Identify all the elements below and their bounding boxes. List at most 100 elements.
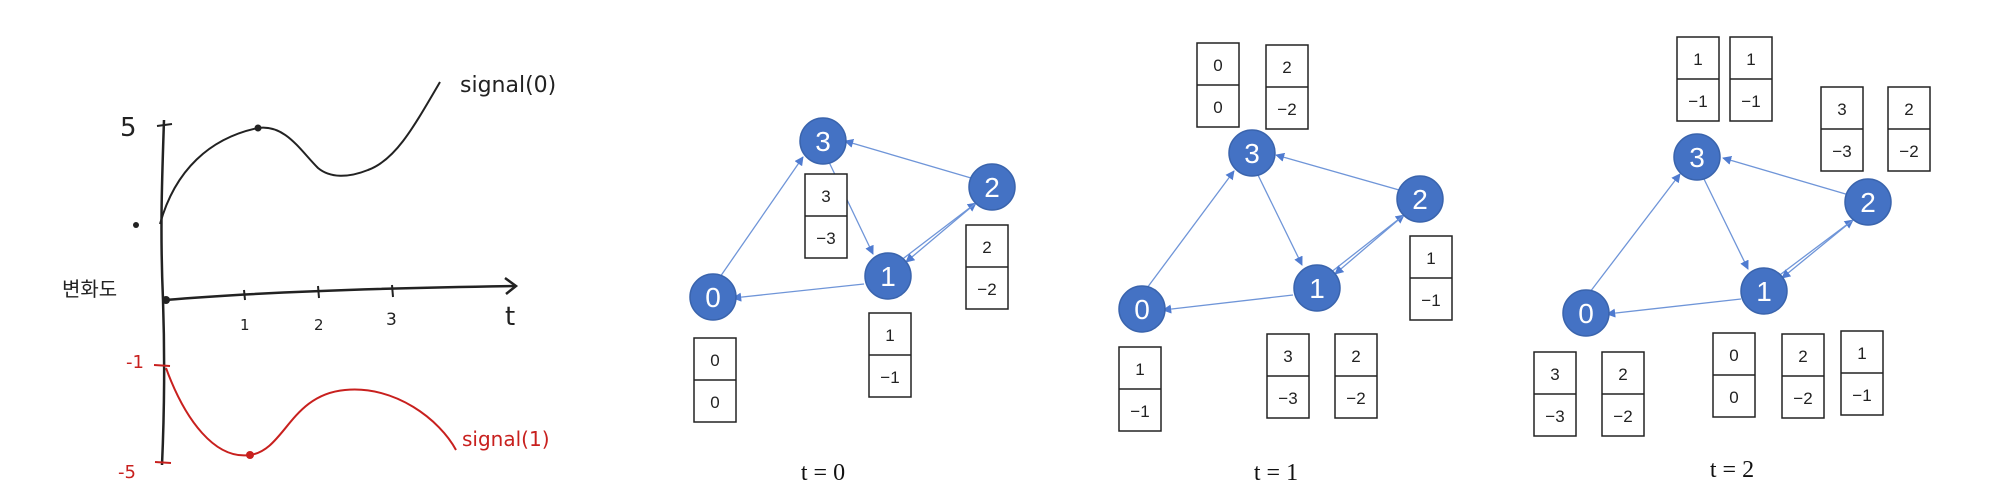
value-box: 1 −1 bbox=[1729, 36, 1773, 122]
sketch-xtick-2 bbox=[317, 285, 320, 299]
node-1: 1 bbox=[864, 252, 912, 300]
svg-text:−1: −1 bbox=[1741, 92, 1760, 111]
svg-text:−3: −3 bbox=[1545, 407, 1564, 426]
sketch-x-arrow bbox=[504, 276, 519, 295]
svg-text:2: 2 bbox=[984, 172, 1000, 203]
svg-text:2: 2 bbox=[982, 238, 991, 257]
svg-text:2: 2 bbox=[1618, 365, 1627, 384]
signal-0-peak-dot bbox=[254, 124, 262, 132]
svg-text:0: 0 bbox=[1213, 56, 1222, 75]
sketch-x-axis bbox=[164, 284, 516, 302]
value-box: 3 −3 bbox=[1266, 333, 1310, 419]
signal-sketch: 5 -1 -5 1 2 3 t 변화도 signal(0) signal(1) bbox=[62, 73, 556, 483]
signal-0-curve bbox=[159, 81, 441, 225]
edge-1-to-0 bbox=[1606, 298, 1742, 318]
value-box: 1 −1 bbox=[868, 312, 912, 398]
edge-3-to-1 bbox=[1256, 172, 1303, 266]
svg-text:−2: −2 bbox=[977, 280, 996, 299]
edge-1-to-0 bbox=[732, 283, 865, 302]
value-box: 3 −3 bbox=[804, 173, 848, 259]
edge-2-to-3 bbox=[1275, 152, 1400, 191]
node-2: 2 bbox=[1396, 175, 1444, 223]
graph-panel-t0: 0 1 2 3 00 1−1 2−2 3−3 t = 0 bbox=[689, 117, 1016, 486]
svg-text:−2: −2 bbox=[1277, 100, 1296, 119]
edge-1-to-2 bbox=[1776, 219, 1854, 278]
panel-label: t = 1 bbox=[1254, 460, 1298, 486]
value-box: 1−1 bbox=[1676, 36, 1720, 122]
edge-1-to-0 bbox=[1162, 294, 1294, 314]
svg-text:−1: −1 bbox=[880, 368, 899, 387]
graph-panel-t2: 0 1 2 3 1−1 1−1 3−3 2−2 00 2−2 1−1 3−3 2… bbox=[1533, 36, 1931, 483]
sketch-xtick-label-1: 1 bbox=[240, 316, 250, 334]
svg-text:3: 3 bbox=[1689, 142, 1705, 173]
edge-2-to-3 bbox=[1722, 155, 1850, 196]
node-2: 2 bbox=[1844, 178, 1892, 226]
svg-text:0: 0 bbox=[1729, 388, 1738, 407]
signal-1-curve bbox=[165, 367, 457, 457]
svg-text:−3: −3 bbox=[1278, 389, 1297, 408]
sketch-tick-5 bbox=[156, 123, 173, 127]
edge-3-to-1 bbox=[1702, 176, 1749, 270]
sketch-xtick-1 bbox=[243, 289, 246, 301]
svg-text:3: 3 bbox=[1283, 347, 1292, 366]
value-box: 1 −1 bbox=[1840, 330, 1884, 416]
edge-1-to-2 bbox=[1329, 214, 1405, 274]
svg-text:−2: −2 bbox=[1899, 142, 1918, 161]
value-box: 2 −2 bbox=[1887, 86, 1931, 172]
node-0: 0 bbox=[689, 273, 737, 321]
node-1: 1 bbox=[1293, 264, 1341, 312]
svg-text:−1: −1 bbox=[1688, 92, 1707, 111]
svg-text:0: 0 bbox=[1213, 98, 1222, 117]
svg-text:3: 3 bbox=[821, 187, 830, 206]
svg-text:0: 0 bbox=[710, 351, 719, 370]
sketch-y-axis bbox=[160, 119, 166, 466]
svg-text:−2: −2 bbox=[1793, 389, 1812, 408]
svg-text:1: 1 bbox=[885, 326, 894, 345]
svg-text:−3: −3 bbox=[1832, 142, 1851, 161]
edge-2-to-3 bbox=[844, 138, 972, 179]
svg-text:2: 2 bbox=[1351, 347, 1360, 366]
sketch-origin-dot bbox=[162, 296, 170, 304]
node-1: 1 bbox=[1740, 267, 1788, 315]
value-box: 3−3 bbox=[1820, 86, 1864, 172]
sketch-y-label: 변화도 bbox=[62, 277, 117, 301]
svg-text:1: 1 bbox=[1309, 273, 1325, 304]
svg-text:2: 2 bbox=[1798, 347, 1807, 366]
svg-text:2: 2 bbox=[1904, 100, 1913, 119]
value-box: 1 −1 bbox=[1118, 346, 1162, 432]
svg-text:2: 2 bbox=[1412, 184, 1428, 215]
edge-0-to-3 bbox=[1146, 170, 1235, 289]
svg-text:1: 1 bbox=[1135, 360, 1144, 379]
svg-text:−3: −3 bbox=[816, 229, 835, 248]
svg-text:2: 2 bbox=[1860, 187, 1876, 218]
node-2: 2 bbox=[968, 163, 1016, 211]
value-box: 2−2 bbox=[1601, 351, 1645, 437]
svg-text:1: 1 bbox=[1857, 344, 1866, 363]
svg-text:3: 3 bbox=[815, 126, 831, 157]
sketch-tick-neg5 bbox=[154, 461, 172, 464]
sketch-xtick-label-3: 3 bbox=[386, 310, 397, 330]
value-box: 2 −2 bbox=[1265, 44, 1309, 130]
node-3: 3 bbox=[799, 117, 847, 165]
sketch-ytick-neg5: -5 bbox=[118, 462, 136, 483]
edge-2-to-1 bbox=[905, 202, 977, 263]
sketch-xtick-label-2: 2 bbox=[314, 316, 324, 334]
edge-0-to-3 bbox=[719, 156, 804, 278]
panel-label: t = 2 bbox=[1710, 457, 1754, 483]
node-0: 0 bbox=[1118, 285, 1166, 333]
svg-text:−1: −1 bbox=[1852, 386, 1871, 405]
svg-text:0: 0 bbox=[705, 282, 721, 313]
svg-text:−1: −1 bbox=[1421, 291, 1440, 310]
value-box: 1−1 bbox=[1409, 235, 1453, 321]
value-box: 00 bbox=[693, 337, 737, 423]
value-box: 00 bbox=[1196, 42, 1240, 128]
svg-text:3: 3 bbox=[1244, 138, 1260, 169]
svg-text:2: 2 bbox=[1282, 58, 1291, 77]
svg-text:1: 1 bbox=[1746, 50, 1755, 69]
edge-2-to-1 bbox=[1781, 219, 1854, 279]
svg-text:−1: −1 bbox=[1130, 402, 1149, 421]
svg-text:−2: −2 bbox=[1346, 389, 1365, 408]
sketch-tick-1 bbox=[133, 222, 139, 228]
svg-text:3: 3 bbox=[1550, 365, 1559, 384]
